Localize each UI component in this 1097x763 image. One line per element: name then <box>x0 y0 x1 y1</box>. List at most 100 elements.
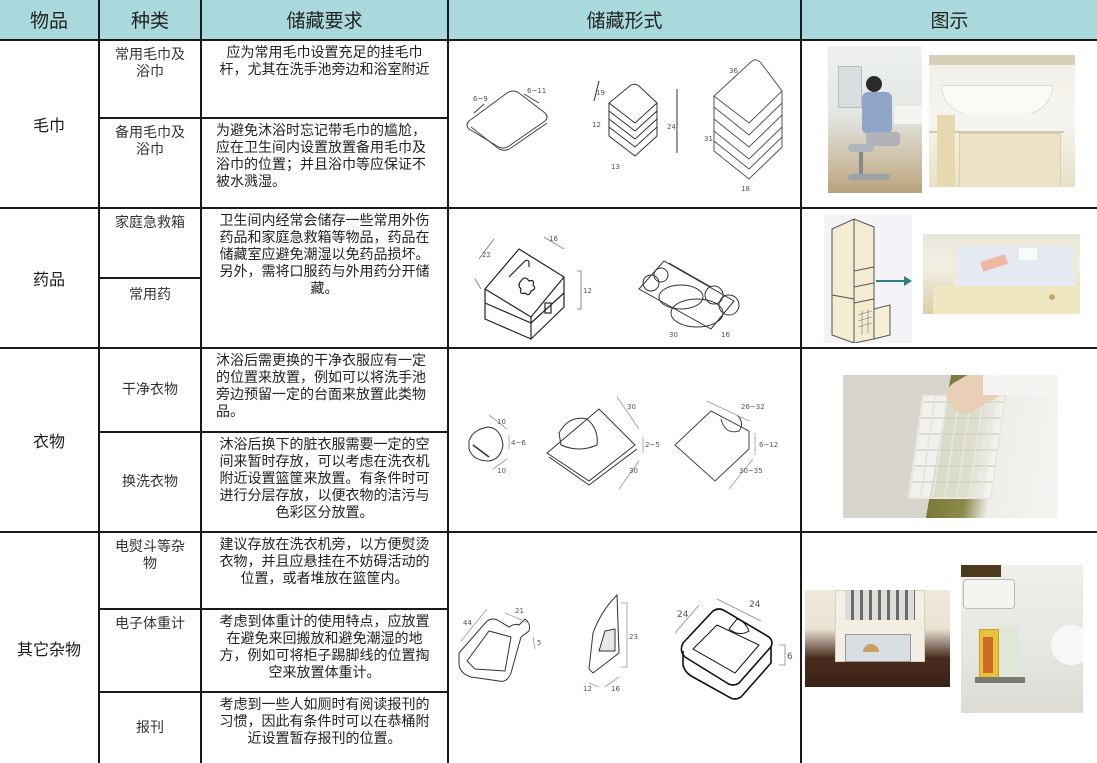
svg-text:6~9: 6~9 <box>473 95 488 103</box>
svg-text:13: 13 <box>611 163 620 171</box>
kind-label: 电子体重计 <box>115 616 185 632</box>
item-medicine: 药品 <box>0 209 100 349</box>
item-clothes: 衣物 <box>0 349 100 533</box>
requirement-cell: 卫生间内经常会储存一些常用外伤药品和家庭急救箱等物品，药品在储藏室应避免潮湿以免… <box>202 209 449 349</box>
kind-cell: 报刊 <box>100 693 202 763</box>
illustration-clothes <box>802 349 1097 533</box>
requirement-text: 沐浴后换下的脏衣服需要一定的空间来暂时存放，可以考虑在洗衣机附近设置篮筐来放置。… <box>219 437 430 521</box>
header-illustration-label: 图示 <box>930 10 969 32</box>
medicine-drawer-photo <box>923 234 1080 314</box>
svg-text:22: 22 <box>482 251 491 259</box>
kind-cell: 备用毛巾及浴巾 <box>100 119 202 209</box>
kind-line: 浴巾 <box>136 142 164 158</box>
kind-line: 备用毛巾及 <box>115 125 185 141</box>
svg-text:21: 21 <box>515 607 524 615</box>
requirement-cell: 沐浴后换下的脏衣服需要一定的空间来暂时存放，可以考虑在洗衣机附近设置篮筐来放置。… <box>202 433 449 533</box>
svg-text:10: 10 <box>497 467 506 475</box>
requirement-cell: 考虑到体重计的使用特点，应放置在避免来回搬放和避免潮湿的地方，例如可将柜子踢脚线… <box>202 610 449 693</box>
header-requirement: 储藏要求 <box>202 0 449 41</box>
svg-text:4~6: 4~6 <box>511 439 526 447</box>
requirement-cell: 考虑到一些人如厕时有阅读报刊的习惯，因此有条件时可以在恭桶附近设置暂存报刊的位置… <box>202 693 449 763</box>
svg-text:6~11: 6~11 <box>527 87 546 95</box>
requirement-cell: 为避免沐浴时忘记带毛巾的尴尬，应在卫生间内设置放置备用毛巾及浴巾的位置；并且浴巾… <box>202 119 449 209</box>
misc-drawings-icon: 44 21 5 23 12 16 24 24 6 <box>458 593 793 700</box>
kind-cell: 家庭急救箱 <box>100 209 202 279</box>
kind-cell: 常用毛巾及浴巾 <box>100 41 202 119</box>
kind-line: 常用毛巾及 <box>115 47 185 63</box>
svg-text:23: 23 <box>629 633 638 641</box>
svg-text:24: 24 <box>749 600 761 610</box>
svg-text:10: 10 <box>497 418 506 426</box>
item-label: 药品 <box>32 270 65 289</box>
illustration-towel <box>802 41 1097 209</box>
svg-text:16: 16 <box>721 331 730 339</box>
svg-text:30~35: 30~35 <box>739 467 763 475</box>
svg-text:12: 12 <box>592 121 601 129</box>
woman-at-vanity-photo <box>828 46 922 193</box>
svg-text:12: 12 <box>583 287 592 295</box>
requirement-text: 考虑到体重计的使用特点，应放置在避免来回搬放和避免潮湿的地方，例如可将柜子踢脚线… <box>219 614 430 681</box>
kind-line: 浴巾 <box>136 64 164 80</box>
kind-label: 换洗衣物 <box>122 473 178 490</box>
header-requirement-label: 储藏要求 <box>286 10 363 32</box>
requirement-text: 考虑到一些人如厕时有阅读报刊的习惯，因此有条件时可以在恭桶附近设置暂存报刊的位置… <box>219 697 430 747</box>
storage-form-misc: 44 21 5 23 12 16 24 24 6 <box>449 533 802 763</box>
header-item: 物品 <box>0 0 100 41</box>
kind-cell: 电子体重计 <box>100 610 202 693</box>
tall-cabinet-icon <box>831 218 912 343</box>
kind-line: 电熨斗等杂 <box>115 539 185 555</box>
requirement-text: 沐浴后需更换的干净衣服应有一定的位置来放置，例如可以将洗手池旁边预留一定的台面来… <box>216 353 426 420</box>
illustration-misc <box>802 533 1097 763</box>
kind-label: 干净衣物 <box>122 381 178 398</box>
requirement-text: 卫生间内经常会储存一些常用外伤药品和家庭急救箱等物品，药品在储藏室应避免潮湿以免… <box>219 213 430 297</box>
svg-text:2~5: 2~5 <box>645 441 660 449</box>
requirement-cell: 建议存放在洗衣机旁，以方便熨烫衣物，并且应悬挂在不妨碍活动的位置，或者堆放在篮筐… <box>202 533 449 610</box>
requirement-text: 应为常用毛巾设置充足的挂毛巾杆，尤其在洗手池旁边和浴室附近 <box>219 45 430 78</box>
item-towel: 毛巾 <box>0 41 100 209</box>
kind-cell: 电熨斗等杂物 <box>100 533 202 610</box>
svg-text:5: 5 <box>537 639 541 647</box>
svg-text:44: 44 <box>463 619 472 627</box>
washbasin-towel-bar-photo <box>929 55 1075 187</box>
laundry-basket-photo <box>843 375 1058 518</box>
item-label: 衣物 <box>32 432 65 451</box>
header-item-label: 物品 <box>29 10 68 32</box>
header-storage-form: 储藏形式 <box>449 0 802 41</box>
requirement-text: 建议存放在洗衣机旁，以方便熨烫衣物，并且应悬挂在不妨碍活动的位置，或者堆放在篮筐… <box>219 537 430 587</box>
kind-cell: 干净衣物 <box>100 349 202 433</box>
item-label: 毛巾 <box>32 116 65 135</box>
svg-text:16: 16 <box>611 685 620 693</box>
scale-under-cabinet-photo <box>805 590 950 687</box>
svg-text:30: 30 <box>669 331 678 339</box>
svg-text:19: 19 <box>596 89 605 97</box>
illustration-medicine <box>802 209 1097 349</box>
tall-cabinet-drawing <box>824 215 912 343</box>
svg-text:31: 31 <box>704 135 713 143</box>
header-illustration: 图示 <box>802 0 1097 41</box>
svg-text:24: 24 <box>677 610 689 620</box>
kind-label: 常用药 <box>129 287 171 303</box>
svg-text:12: 12 <box>583 685 592 693</box>
kind-line: 物 <box>143 556 157 572</box>
svg-text:26~32: 26~32 <box>741 403 765 411</box>
magazine-rack-photo <box>961 565 1083 713</box>
item-misc: 其它杂物 <box>0 533 100 763</box>
svg-text:30: 30 <box>629 467 638 475</box>
header-storage-form-label: 储藏形式 <box>586 10 663 32</box>
requirement-cell: 沐浴后需更换的干净衣服应有一定的位置来放置，例如可以将洗手池旁边预留一定的台面来… <box>202 349 449 433</box>
requirement-text: 为避免沐浴时忘记带毛巾的尴尬，应在卫生间内设置放置备用毛巾及浴巾的位置；并且浴巾… <box>216 123 426 190</box>
header-kind: 种类 <box>100 0 202 41</box>
svg-text:30: 30 <box>627 403 636 411</box>
svg-text:6: 6 <box>787 652 793 662</box>
requirement-cell: 应为常用毛巾设置充足的挂毛巾杆，尤其在洗手池旁边和浴室附近 <box>202 41 449 119</box>
kind-label: 家庭急救箱 <box>115 215 185 231</box>
kind-label: 报刊 <box>136 719 164 736</box>
svg-text:36: 36 <box>729 67 738 75</box>
